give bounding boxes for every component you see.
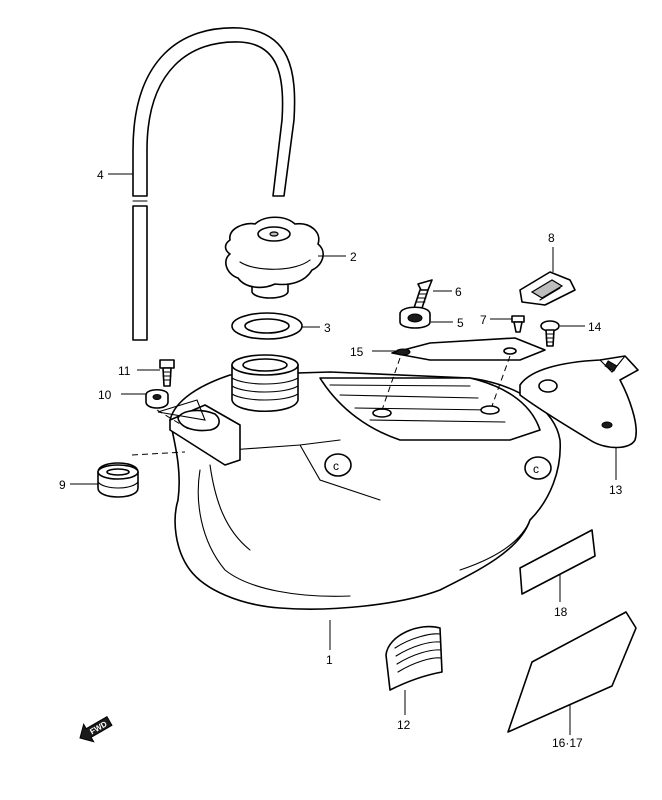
foam-pad [385,625,443,691]
callout-18: 18 [554,605,568,619]
callout-5: 5 [457,316,464,330]
callout-2: 2 [350,250,357,264]
callout-3: 3 [324,321,331,335]
callout-4: 4 [97,168,104,182]
tank-bracket-plate [381,337,546,411]
leader-lines [70,173,617,735]
rubber-mount [97,462,139,498]
callout-10: 10 [98,388,112,402]
forward-arrow-icon: FWD [79,715,113,743]
callout-labels: 1 2 3 4 5 6 7 8 9 10 11 12 13 14 15 16·1… [59,168,623,750]
collar-10 [145,388,169,409]
bolt-11 [159,359,175,387]
callout-8: 8 [548,231,555,245]
grommet-5 [399,306,431,329]
fuel-tank: c c [169,354,561,610]
breather-hose [132,27,296,341]
callout-15: 15 [350,345,364,359]
bolt-14 [540,320,560,347]
callout-16-17: 16·17 [552,736,583,750]
bolt-7 [511,315,525,333]
callout-14: 14 [588,320,602,334]
fuel-cap [224,216,324,299]
decal-16-17 [507,611,637,733]
rear-bracket [519,355,639,449]
callout-7: 7 [480,313,487,327]
callout-1: 1 [326,653,333,667]
callout-9: 9 [59,478,66,492]
screw-6 [413,279,433,309]
callout-13: 13 [609,483,623,497]
svg-text:c: c [533,462,539,476]
svg-text:c: c [333,459,339,473]
decal-18 [519,529,596,595]
seat-clip [519,271,576,306]
callout-11: 11 [118,364,131,378]
cap-gasket [231,312,303,340]
callout-6: 6 [455,285,462,299]
callout-12: 12 [397,718,411,732]
